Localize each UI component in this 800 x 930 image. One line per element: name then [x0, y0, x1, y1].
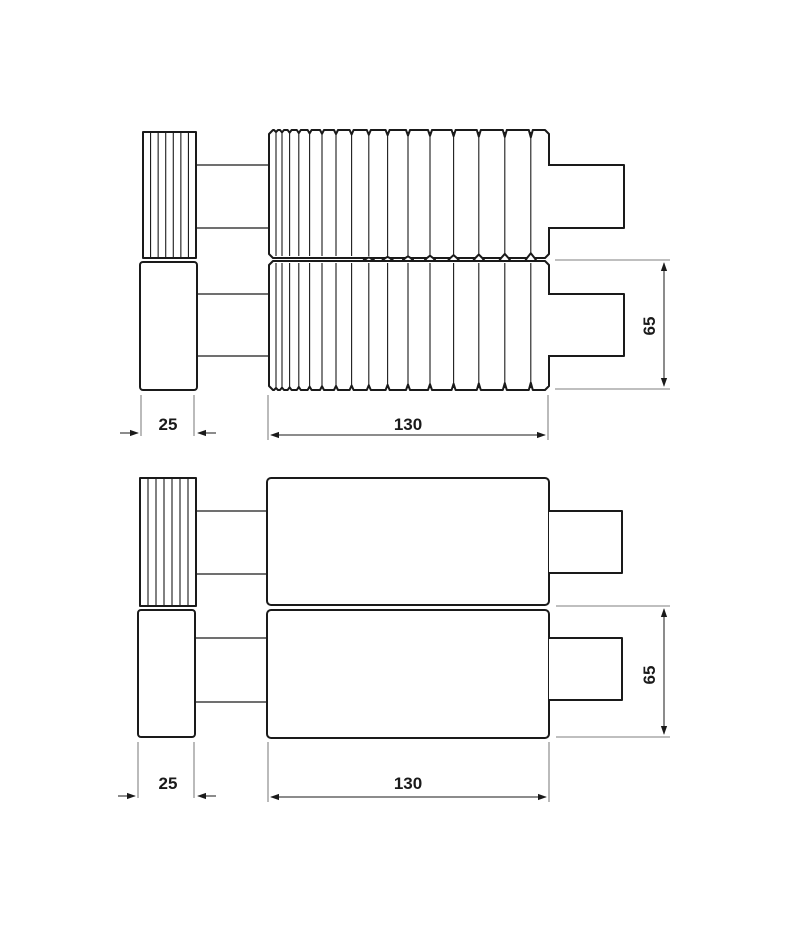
dimension-label-25: 25: [159, 774, 178, 793]
shaft-end-lower: [549, 637, 623, 701]
knurl-ridges: [147, 478, 189, 606]
top-view: 25 130 65: [120, 129, 670, 440]
grooved-roller-lower: [268, 260, 550, 391]
smooth-roller-upper: [266, 477, 550, 606]
grooved-roller-upper: [268, 129, 550, 267]
dimension-height: 65: [555, 259, 670, 390]
dimension-label-65: 65: [640, 666, 659, 685]
plain-knob: [137, 609, 196, 738]
axle-left-lower: [195, 637, 268, 703]
axle-left-upper: [196, 510, 268, 575]
shaft-end-upper: [549, 510, 623, 574]
dimension-left-width: 25: [120, 395, 216, 437]
plain-knob: [139, 261, 198, 391]
shaft-end-lower: [548, 293, 625, 357]
knurled-knob: [139, 477, 197, 607]
knurled-knob: [142, 131, 197, 259]
shaft-end-upper: [548, 164, 625, 229]
dimension-main-width: 130: [267, 395, 549, 440]
dimension-height: 65: [556, 605, 670, 738]
bottom-view: 25 130 65: [118, 477, 670, 802]
smooth-roller-lower: [266, 609, 550, 739]
axle-left-lower: [197, 293, 270, 357]
dimension-label-65: 65: [640, 317, 659, 336]
dimension-label-25: 25: [159, 415, 178, 434]
dimension-label-130: 130: [394, 774, 422, 793]
axle-left-upper: [197, 164, 270, 229]
dimension-main-width: 130: [267, 742, 550, 802]
knurl-ridges: [150, 132, 189, 258]
dimension-label-130: 130: [394, 415, 422, 434]
dimension-left-width: 25: [118, 742, 216, 800]
